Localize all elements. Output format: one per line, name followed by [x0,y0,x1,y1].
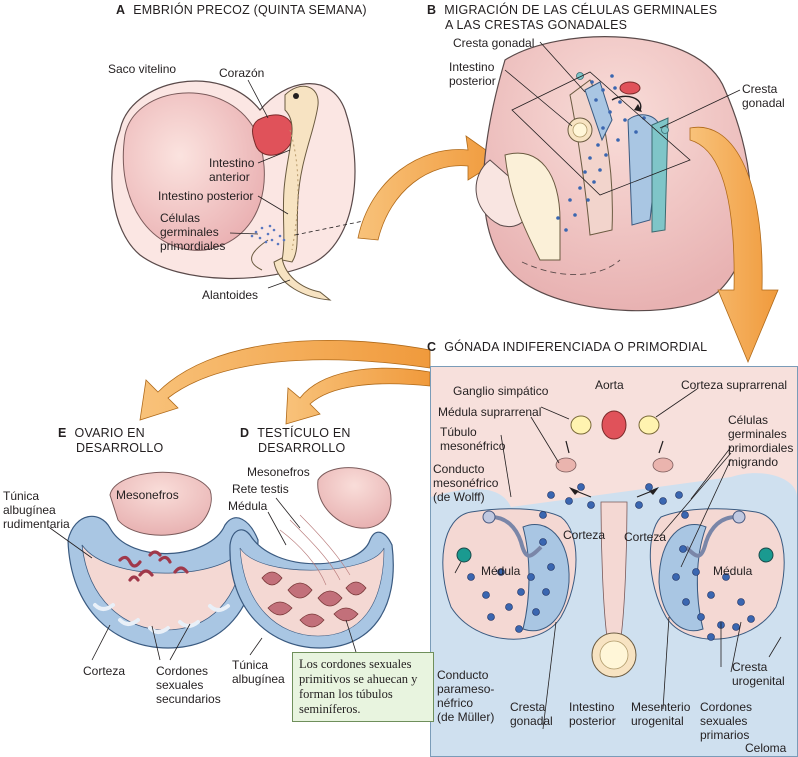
label-conducto-meso-2: mesonéfrico [433,476,499,490]
label-cordones-e-2: sexuales [156,678,204,692]
label-medula-c-right: Médula [713,564,753,578]
label-celulas-a-2: germinales [160,225,219,239]
label-alantoides: Alantoides [202,288,259,302]
germ-cells-a [250,224,286,246]
label-corteza-c-right: Corteza [624,530,667,544]
label-mesenterio-1: Mesenterio [631,700,691,714]
panel-c-title-text: GÓNADA INDIFERENCIADA O PRIMORDIAL [444,340,708,354]
leaders-e [49,527,191,661]
label-mesonefros-e: Mesonefros [116,488,179,502]
label-celulas-a-3: primordiales [160,239,226,253]
panel-a-title-text: EMBRIÓN PRECOZ (QUINTA SEMANA) [133,3,367,17]
label-cresta-uro-2: urogenital [732,674,785,688]
label-corteza-suprarrenal: Corteza suprarrenal [681,378,788,392]
label-cresta-uro-1: Cresta [732,660,768,674]
label-medula-d: Médula [228,499,268,513]
label-cordones-c-1: Cordones [700,700,753,714]
panel-c-box [430,366,798,757]
leaders-b [504,41,741,196]
panel-b-embryo [475,36,752,312]
label-ganglio: Ganglio simpático [453,384,549,398]
label-tunica-e-1: Túnica [3,489,40,503]
embryo-body [281,85,319,263]
panel-d-title-line1: TESTÍCULO EN [257,426,351,440]
label-parameso-1: Conducto [437,668,489,682]
label-cordones-c-2: sexuales [700,714,748,728]
panel-b-title-line2: A LAS CRESTAS GONADALES [445,18,628,32]
label-medula-suprarrenal: Médula suprarrenal [438,405,542,419]
label-cordones-c-3: primarios [700,728,750,742]
panel-e-letter: E [58,426,67,440]
panel-e-title-line1: OVARIO EN [74,426,145,440]
label-intestino-c-2: posterior [569,714,616,728]
label-celulas-c-4: migrando [728,455,779,469]
label-cresta-b-right-1: Cresta [742,82,778,96]
label-tubulo-2: mesonéfrico [440,439,506,453]
label-parameso-4: (de Müller) [437,710,495,724]
leaders-a [229,79,291,289]
arrow-c-to-d [285,367,431,425]
label-cordones-e-1: Cordones [156,664,209,678]
leaders-d [249,497,357,656]
label-celulas-c-2: germinales [728,427,787,441]
label-intestino-anterior-2: anterior [209,170,250,184]
heart [252,114,294,156]
panel-e-title: E OVARIO EN [58,426,145,441]
label-mesonefros-d: Mesonefros [247,465,310,479]
label-corteza-c-left: Corteza [563,528,606,542]
label-conducto-meso-3: (de Wolff) [433,490,485,504]
panel-a-embryo [111,80,356,301]
panel-b-title-line1: MIGRACIÓN DE LAS CÉLULAS GERMINALES [444,3,718,17]
panel-e-title-line2: DESARROLLO [76,441,164,455]
panel-c-illustration [431,367,797,756]
allantois [273,257,332,301]
label-intestino-b-2: posterior [449,74,496,88]
label-celulas-a-1: Células [160,211,201,225]
label-rete-testis: Rete testis [232,482,289,496]
label-cordones-e-3: secundarios [156,692,221,706]
label-celulas-c-3: primordiales [728,441,794,455]
label-intestino-anterior-1: Intestino [209,156,255,170]
panel-b-letter: B [427,3,437,17]
gonadal-ridge-left [584,81,613,142]
label-celoma: Celoma [745,741,787,755]
label-intestino-b-1: Intestino [449,60,495,74]
panel-e-ovary [67,471,259,649]
label-cresta-gonadal-b-left: Cresta gonadal [453,36,535,50]
label-corazon: Corazón [219,66,265,80]
note-box: Los cordones sexuales primitivos se ahue… [292,652,434,722]
label-intestino-posterior-a: Intestino posterior [158,189,254,203]
label-saco-vitelino: Saco vitelino [108,62,177,76]
label-aorta: Aorta [595,378,624,392]
label-parameso-3: néfrico [437,696,474,710]
panel-a-title: A EMBRIÓN PRECOZ (QUINTA SEMANA) [116,3,367,18]
panel-d-title-line2: DESARROLLO [258,441,346,455]
label-cresta-b-right-2: gonadal [742,96,785,110]
label-parameso-2: parameso- [437,682,495,696]
label-tunica-d-1: Túnica [232,658,269,672]
label-medula-c-left: Médula [481,564,521,578]
arrow-c-to-e [139,340,431,421]
arrow-b-to-c [689,126,779,364]
label-mesenterio-2: urogenital [631,714,684,728]
label-tunica-e-2: albugínea [3,503,56,517]
panel-c-letter: C [427,340,437,354]
panel-d-title: D TESTÍCULO EN [240,426,351,441]
panel-d-testis [229,467,394,649]
label-intestino-c-1: Intestino [569,700,615,714]
panel-a-letter: A [116,3,126,17]
panel-b-title: B MIGRACIÓN DE LAS CÉLULAS GERMINALES [427,3,717,18]
germ-cells-b [556,74,646,232]
label-tunica-e-3: rudimentaria [3,517,70,531]
label-cresta-gonadal-c-2: gonadal [510,714,553,728]
label-tubulo-1: Túbulo [440,425,477,439]
label-celulas-c-1: Células [728,413,769,427]
label-conducto-meso-1: Conducto [433,462,485,476]
panel-c-title: C GÓNADA INDIFERENCIADA O PRIMORDIAL [427,340,707,355]
label-corteza-e: Corteza [83,664,126,678]
panel-d-letter: D [240,426,250,440]
label-tunica-d-2: albugínea [232,672,285,686]
label-cresta-gonadal-c-1: Cresta [510,700,546,714]
